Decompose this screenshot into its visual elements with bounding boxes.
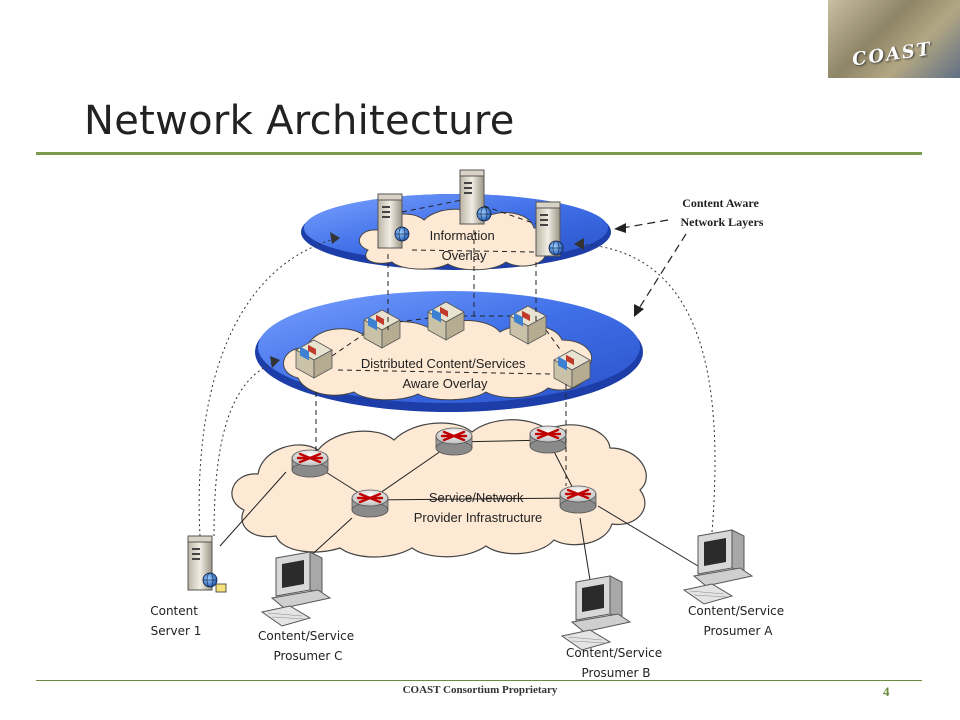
infrastructure-layer: Service/Network Provider Infrastructure xyxy=(231,419,647,558)
svg-text:Content/Service Prosumer B: Content/Service Prosumer B xyxy=(566,646,666,680)
prosumer-a-label-1: Content/Service xyxy=(688,604,784,618)
prosumer-c-computer xyxy=(261,551,331,627)
content-overlay-label-2: Aware Overlay xyxy=(402,376,488,391)
prosumer-c-label-2: Prosumer C xyxy=(273,649,342,663)
router-1 xyxy=(290,448,330,479)
arrowhead-info-right xyxy=(574,238,584,250)
callout-arrow-1 xyxy=(621,219,669,229)
content-link-4 xyxy=(545,329,563,353)
callout-arrowhead-1 xyxy=(614,223,626,233)
info-link-3 xyxy=(411,249,537,253)
footer-text: COAST Consortium Proprietary xyxy=(402,684,558,696)
content-overlay-label-1: Distributed Content/Services xyxy=(361,356,526,371)
router-link-5 xyxy=(369,497,579,501)
link-prosumer-c-router xyxy=(305,517,353,561)
info-link-1 xyxy=(401,199,463,213)
content-cloud xyxy=(283,319,593,401)
content-overlay-layer: Distributed Content/Services Aware Overl… xyxy=(255,291,643,412)
arrowhead-content-left xyxy=(270,356,280,368)
page-number: 4 xyxy=(883,684,890,699)
router-3 xyxy=(434,426,474,457)
arrowhead-info-left xyxy=(330,232,340,244)
svg-text:Content/Service Prosumer A: Content/Service Prosumer A xyxy=(688,604,788,638)
prosumer-a-computer xyxy=(683,529,753,605)
footer-divider xyxy=(36,680,922,681)
content-server-label-1: Content xyxy=(150,604,198,618)
content-server-label-2: Server 1 xyxy=(151,624,202,638)
info-link-2 xyxy=(483,205,537,225)
svg-text:Information Overlay: Information Overlay xyxy=(430,228,499,263)
infrastructure-label-2: Provider Infrastructure xyxy=(414,510,543,525)
callout-arrow-2 xyxy=(637,233,687,311)
callout-label-2: Network Layers xyxy=(681,215,764,229)
svg-text:Content Aware Network Laye: Content Aware Network Layers xyxy=(681,196,764,229)
arc-server-to-content xyxy=(213,361,277,537)
router-2 xyxy=(350,488,390,519)
title-divider xyxy=(36,152,922,155)
callout-label-1: Content Aware xyxy=(682,196,759,210)
infrastructure-label-1: Service/Network xyxy=(429,490,524,505)
arc-prosumer-a-to-info xyxy=(577,243,716,533)
svg-text:Content Server 1: Content Server 1 xyxy=(150,604,202,638)
svg-text:Content/Service Prosumer C: Content/Service Prosumer C xyxy=(258,629,358,663)
link-server-router xyxy=(219,471,287,547)
slide-title: Network Architecture xyxy=(84,98,515,144)
content-server-1 xyxy=(187,535,227,593)
prosumer-c-label-1: Content/Service xyxy=(258,629,354,643)
information-overlay-label-2: Overlay xyxy=(442,248,487,263)
prosumer-b-label-2: Prosumer B xyxy=(582,666,651,680)
info-server-right xyxy=(535,201,564,257)
infrastructure-cloud xyxy=(231,419,647,558)
router-5 xyxy=(558,484,598,515)
link-prosumer-b-router xyxy=(579,517,591,581)
prosumer-b-computer xyxy=(561,575,631,651)
router-4 xyxy=(528,424,568,455)
information-overlay-label-1: Information xyxy=(430,228,495,243)
svg-text:Distributed Content/Services: Distributed Content/Services Aware Overl… xyxy=(361,356,529,391)
information-overlay-layer: Information Overlay xyxy=(301,169,611,271)
svg-text:Service/Network Provider: Service/Network Provider Infrastructure xyxy=(414,490,543,525)
callout-arrowhead-2 xyxy=(634,304,644,317)
prosumer-b-label-1: Content/Service xyxy=(566,646,662,660)
coast-logo: COAST xyxy=(828,0,960,78)
prosumer-a-label-2: Prosumer A xyxy=(704,624,774,638)
link-prosumer-a-router xyxy=(597,505,699,567)
